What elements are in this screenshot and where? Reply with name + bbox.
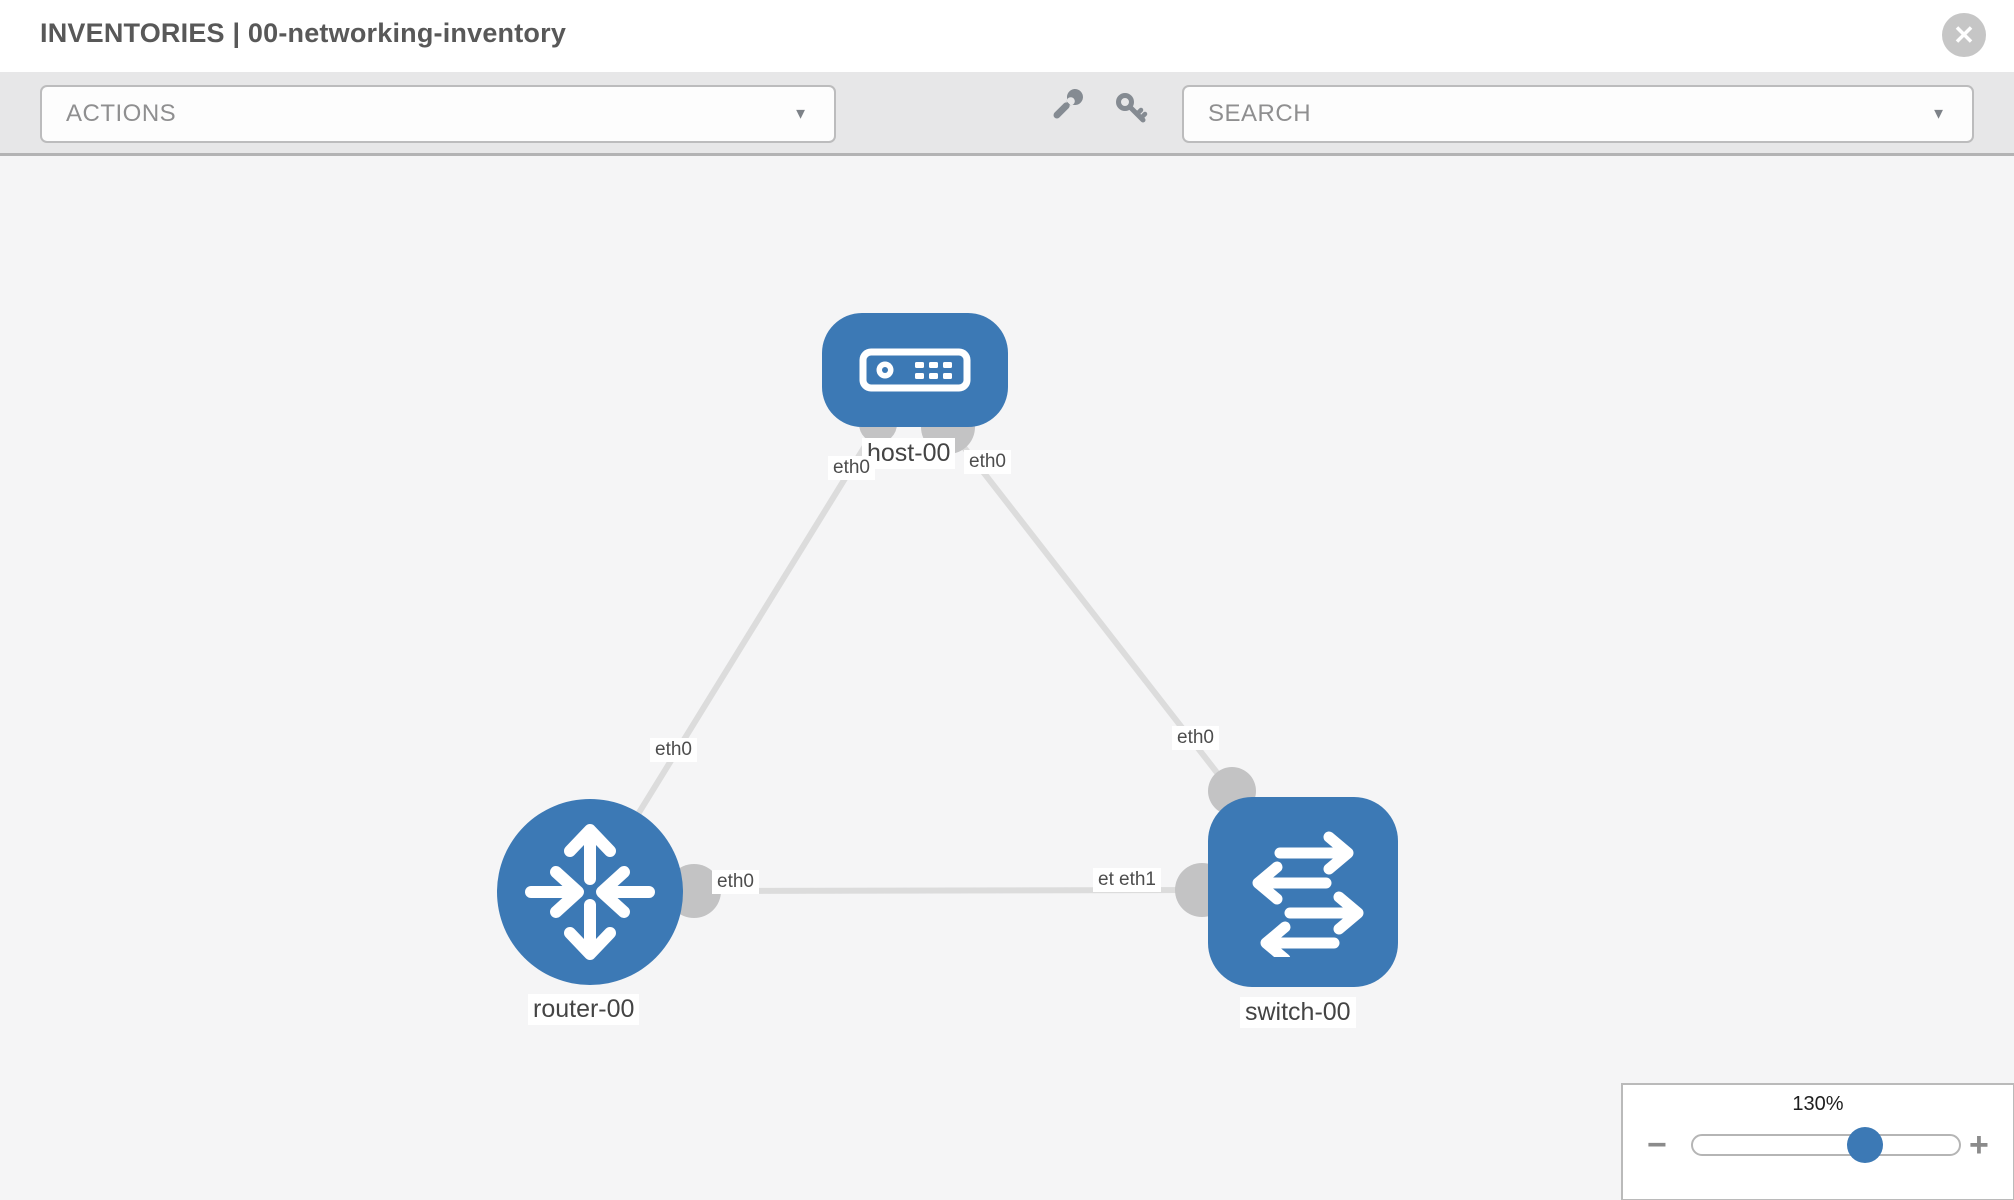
topology-links-layer <box>587 400 1256 918</box>
switch-icon-node[interactable] <box>1208 797 1398 987</box>
topology-canvas[interactable]: host-00 router-00 switch-00 eth0 eth0 et… <box>0 159 2014 1200</box>
page-title: INVENTORIES | 00-networking-inventory <box>40 18 567 48</box>
if-label-switch-eth0: eth0 <box>1172 726 1219 750</box>
zoom-out-icon[interactable]: − <box>1647 1126 1667 1164</box>
if-label-switch-eth1: eth1 <box>1114 868 1161 892</box>
router-icon <box>515 817 665 967</box>
zoom-panel: 130% − + <box>1621 1083 2014 1200</box>
actions-dropdown-label: ACTIONS <box>66 100 177 127</box>
if-label-router-eth0: eth0 <box>712 870 759 894</box>
node-label-host: host-00 <box>862 438 956 469</box>
zoom-slider-track[interactable] <box>1691 1134 1961 1156</box>
zoom-in-icon[interactable]: + <box>1969 1126 1989 1164</box>
search-placeholder: SEARCH <box>1208 100 1312 127</box>
credentials-button[interactable] <box>1108 88 1154 134</box>
server-icon <box>859 346 971 394</box>
header-bar: INVENTORIES | 00-networking-inventory ✕ <box>0 0 2014 72</box>
toolbar: ACTIONS ▼ SEARCH <box>0 72 2014 156</box>
node-host-00[interactable] <box>822 313 1008 427</box>
tools-button[interactable] <box>1040 88 1086 134</box>
node-label-switch: switch-00 <box>1240 997 1356 1028</box>
node-router-00[interactable] <box>497 799 683 985</box>
if-label-router-eth0-uplink: eth0 <box>650 738 697 762</box>
close-glyph: ✕ <box>1953 19 1975 50</box>
zoom-level-value: 130% <box>1792 1093 1844 1115</box>
close-icon[interactable]: ✕ <box>1942 13 1986 57</box>
wrench-icon <box>1043 88 1083 134</box>
switch-icon <box>1238 827 1368 957</box>
if-label-host-eth0-left: eth0 <box>828 456 875 480</box>
key-icon <box>1111 89 1151 134</box>
interface-connectors <box>667 400 1256 918</box>
node-label-router: router-00 <box>528 994 640 1025</box>
actions-dropdown[interactable]: ACTIONS ▼ <box>40 85 836 143</box>
zoom-slider-knob[interactable] <box>1847 1127 1883 1163</box>
search-dropdown[interactable]: SEARCH ▼ <box>1182 85 1974 143</box>
chevron-down-icon: ▼ <box>1931 105 1946 123</box>
if-label-host-eth0-right: eth0 <box>964 450 1011 474</box>
chevron-down-icon: ▼ <box>793 105 808 123</box>
link-lines <box>587 423 1235 894</box>
